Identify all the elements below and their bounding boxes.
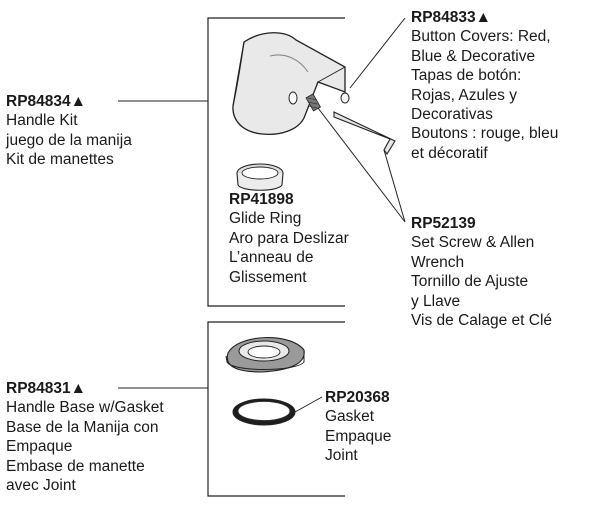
glide-ring-illustration bbox=[236, 163, 284, 191]
handle-base-line-3: Empaque bbox=[6, 438, 73, 456]
button-covers-line-3: Tapas de botón: bbox=[411, 67, 522, 85]
part-number-set-screw: RP52139 bbox=[411, 215, 476, 232]
part-number-button-covers: RP84833▲ bbox=[411, 9, 491, 26]
button-covers-line-2: Blue & Decorative bbox=[411, 47, 536, 65]
part-number-handle-kit: RP84834▲ bbox=[6, 93, 86, 110]
button-covers-line-1: Button Covers: Red, bbox=[411, 28, 551, 46]
button-covers-line-4: Rojas, Azules y bbox=[411, 86, 517, 104]
glide-ring-line-2: Aro para Deslizar bbox=[229, 229, 349, 247]
handle-base-illustration bbox=[225, 337, 305, 373]
leader-set-screw-b bbox=[383, 149, 406, 223]
handle-base-line-5: avec Joint bbox=[6, 477, 76, 495]
set-screw-line-1: Set Screw & Allen bbox=[411, 234, 535, 252]
lower-group-frame bbox=[207, 321, 345, 497]
gasket-line-3: Joint bbox=[325, 447, 358, 465]
glide-ring-line-1: Glide Ring bbox=[229, 210, 302, 228]
handle-kit-line-es: juego de la manija bbox=[6, 131, 132, 149]
button-covers-line-6: Boutons : rouge, bleu bbox=[411, 125, 559, 143]
gasket-line-2: Empaque bbox=[325, 427, 392, 445]
gasket-illustration bbox=[232, 398, 296, 426]
label-handle-base: RP84831▲ Handle Base w/Gasket Base de la… bbox=[6, 379, 164, 495]
gasket-line-1: Gasket bbox=[325, 408, 375, 426]
label-handle-kit: RP84834▲ Handle Kit juego de la manija K… bbox=[6, 92, 132, 170]
handle-base-line-2: Base de la Manija con bbox=[6, 418, 159, 436]
set-screw-illustration bbox=[305, 93, 322, 112]
handle-kit-line-en: Handle Kit bbox=[6, 112, 78, 130]
handle-base-line-4: Embase de manette bbox=[6, 457, 145, 475]
part-number-gasket: RP20368 bbox=[325, 389, 390, 406]
glide-ring-line-3: L’anneau de bbox=[229, 249, 314, 267]
leader-gasket bbox=[294, 396, 323, 413]
part-number-glide-ring: RP41898 bbox=[229, 191, 294, 208]
button-covers-line-7: et décoratif bbox=[411, 144, 488, 162]
label-button-covers: RP84833▲ Button Covers: Red, Blue & Deco… bbox=[411, 8, 558, 163]
set-screw-line-4: y Llave bbox=[411, 292, 461, 310]
set-screw-line-5: Vis de Calage et Clé bbox=[411, 312, 553, 330]
label-set-screw: RP52139 Set Screw & Allen Wrench Tornill… bbox=[411, 214, 552, 330]
set-screw-line-2: Wrench bbox=[411, 253, 465, 271]
part-number-handle-base: RP84831▲ bbox=[6, 380, 86, 397]
button-covers-line-5: Decorativas bbox=[411, 106, 493, 124]
button-cover-illustration bbox=[340, 92, 350, 104]
glide-ring-line-4: Glissement bbox=[229, 268, 307, 286]
set-screw-line-3: Tornillo de Ajuste bbox=[411, 273, 529, 291]
upper-group-frame bbox=[207, 17, 345, 307]
handle-illustration bbox=[232, 32, 346, 136]
handle-kit-line-fr: Kit de manettes bbox=[6, 151, 114, 169]
label-glide-ring: RP41898 Glide Ring Aro para Deslizar L’a… bbox=[229, 190, 349, 287]
leader-set-screw-a bbox=[317, 107, 406, 223]
allen-wrench-illustration bbox=[333, 111, 396, 155]
handle-base-line-1: Handle Base w/Gasket bbox=[6, 399, 164, 417]
leader-button-covers bbox=[349, 17, 406, 89]
label-gasket: RP20368 Gasket Empaque Joint bbox=[325, 388, 391, 466]
